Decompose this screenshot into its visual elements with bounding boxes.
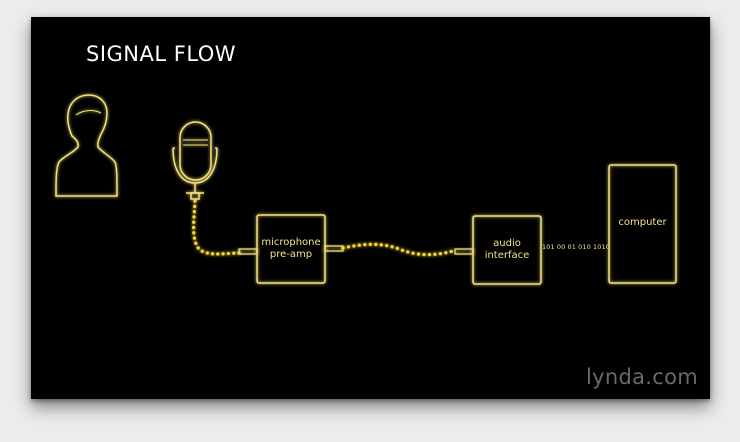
lynda-watermark: lynda.com bbox=[586, 365, 698, 389]
slide: SIGNAL FLOW bbox=[31, 17, 710, 399]
preamp-output-connector bbox=[324, 245, 344, 252]
microphone-icon bbox=[172, 121, 218, 200]
computer-box bbox=[608, 164, 677, 284]
interface-input-connector bbox=[454, 248, 474, 255]
slide-title: SIGNAL FLOW bbox=[86, 42, 237, 66]
preamp-input-connector bbox=[238, 248, 258, 255]
binary-stream-text: 101 00 01 010 1010 bbox=[542, 243, 610, 251]
preamp-label: microphone pre-amp bbox=[261, 237, 321, 260]
person-icon bbox=[55, 94, 118, 197]
audio-interface-box bbox=[472, 215, 542, 285]
signal-flow-diagram bbox=[55, 94, 677, 285]
preamp-cable bbox=[341, 242, 455, 257]
mic-cable bbox=[191, 199, 241, 256]
audio-interface-label: audio interface bbox=[484, 238, 530, 261]
computer-label: computer bbox=[618, 217, 667, 228]
